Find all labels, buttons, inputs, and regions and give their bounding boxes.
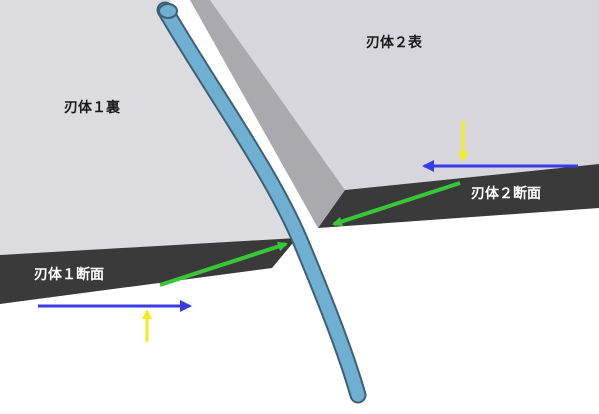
blade2-front-label: 刃体２表 — [366, 35, 422, 51]
blade2-section-label: 刃体２断面 — [471, 186, 541, 202]
blade2-front-face — [210, 0, 599, 190]
wire-end — [158, 3, 178, 19]
blade2-force-arrow — [332, 181, 461, 227]
blade2-section — [318, 164, 599, 228]
blade1-section-label: 刃体１断面 — [34, 267, 104, 283]
blade1-force-arrow — [159, 241, 288, 287]
blade1-back-face — [0, 0, 297, 255]
blade1-back-label: 刃体１裏 — [64, 100, 120, 116]
blade1-section — [0, 238, 297, 304]
blade2-bevel — [190, 0, 345, 228]
wire-body — [158, 3, 365, 402]
